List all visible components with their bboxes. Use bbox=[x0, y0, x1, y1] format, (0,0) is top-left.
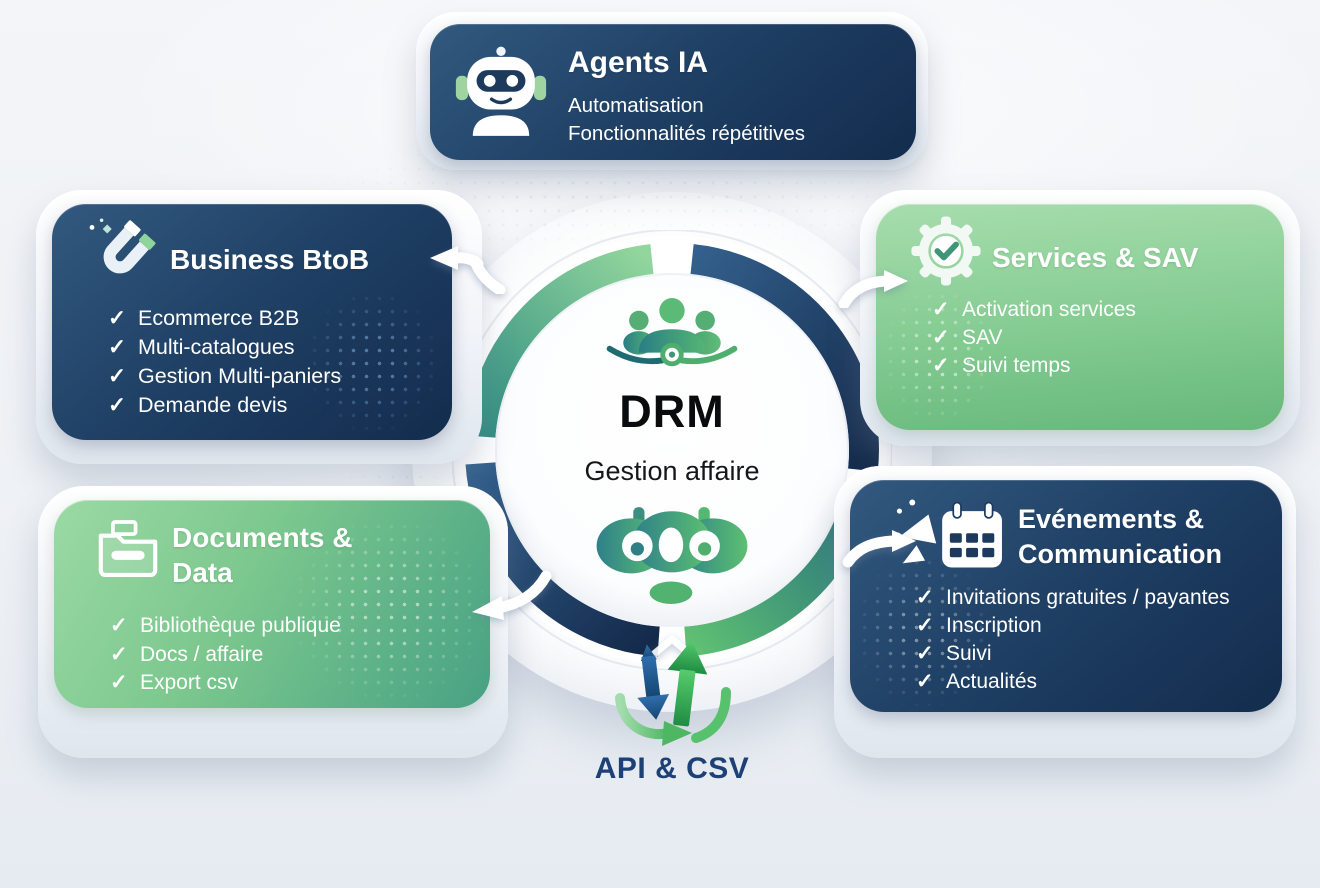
gear-check-icon bbox=[911, 216, 981, 286]
check-icon: ✓ bbox=[932, 326, 950, 349]
events-dot-pattern bbox=[858, 556, 988, 706]
business-item: ✓ Gestion Multi-paniers bbox=[108, 362, 341, 391]
documents-item: ✓ Bibliothèque publique bbox=[110, 612, 341, 641]
satellite-calendar-icon bbox=[894, 499, 1002, 568]
documents-dot-pattern bbox=[294, 520, 484, 700]
business-item-label: Multi-catalogues bbox=[138, 335, 295, 359]
agents-title: Agents IA bbox=[568, 46, 709, 79]
check-icon: ✓ bbox=[108, 393, 127, 417]
services-title: Services & SAV bbox=[992, 242, 1199, 273]
business-item-label: Gestion Multi-paniers bbox=[138, 364, 342, 388]
check-icon: ✓ bbox=[932, 354, 950, 377]
documents-item-label: Docs / affaire bbox=[140, 642, 264, 666]
business-item: ✓ Ecommerce B2B bbox=[108, 304, 341, 333]
services-item-label: Activation services bbox=[962, 298, 1136, 321]
business-item-label: Demande devis bbox=[138, 393, 288, 417]
check-icon: ✓ bbox=[916, 614, 934, 637]
documents-title: Documents & Data bbox=[172, 522, 353, 588]
check-icon: ✓ bbox=[932, 298, 950, 321]
api-sync-icon bbox=[615, 640, 731, 746]
documents-item: ✓ Export csv bbox=[110, 669, 341, 698]
magnet-icon bbox=[89, 218, 156, 274]
arrow-to-events-icon bbox=[842, 530, 916, 568]
check-icon: ✓ bbox=[110, 614, 128, 637]
business-dot-pattern bbox=[308, 292, 438, 432]
check-icon: ✓ bbox=[110, 642, 128, 666]
documents-item: ✓ Docs / affaire bbox=[110, 641, 341, 670]
folder-icon bbox=[98, 520, 158, 578]
team-icon bbox=[606, 298, 738, 367]
business-title: Business BtoB bbox=[170, 244, 370, 275]
check-icon: ✓ bbox=[916, 670, 934, 693]
events-title: Evénements & Communication bbox=[1018, 504, 1223, 569]
services-card: Services & SAV ✓ Activation services ✓ SAV… bbox=[876, 204, 1284, 430]
check-icon: ✓ bbox=[108, 335, 127, 359]
chevron-up-icon bbox=[650, 635, 694, 658]
check-icon: ✓ bbox=[108, 306, 127, 330]
documents-item-label: Export csv bbox=[140, 671, 239, 694]
events-item: ✓ Suivi bbox=[916, 640, 1230, 668]
events-item-label: Invitations gratuites / payantes bbox=[946, 586, 1230, 609]
business-item: ✓ Demande devis bbox=[108, 391, 341, 420]
agents-line-2: Fonctionnalités répétitives bbox=[568, 122, 806, 145]
events-item-label: Suivi bbox=[946, 642, 992, 665]
check-icon: ✓ bbox=[916, 642, 934, 665]
hub-subtitle: Gestion affaire bbox=[584, 456, 760, 486]
check-icon: ✓ bbox=[108, 364, 127, 388]
business-card: Business BtoB ✓ Ecommerce B2B ✓ Multi-cata… bbox=[52, 204, 452, 440]
services-item: ✓ Suivi temps bbox=[932, 352, 1136, 380]
documents-item-label: Bibliothèque publique bbox=[140, 614, 341, 637]
arrow-to-services-icon bbox=[838, 270, 908, 308]
services-item-label: SAV bbox=[962, 326, 1003, 349]
events-item: ✓ Invitations gratuites / payantes bbox=[916, 584, 1230, 612]
agents-card: Agents IA Automatisation Fonctionnalités… bbox=[430, 24, 916, 160]
arrow-to-documents-icon bbox=[472, 570, 552, 620]
check-icon: ✓ bbox=[916, 586, 934, 609]
api-block: API & CSV bbox=[552, 636, 792, 786]
services-item: ✓ Activation services bbox=[932, 296, 1136, 324]
events-item-label: Actualités bbox=[946, 670, 1038, 693]
services-dot-pattern bbox=[884, 290, 994, 420]
services-item-label: Suivi temps bbox=[962, 354, 1071, 377]
arrow-to-business-icon bbox=[430, 246, 506, 294]
events-item: ✓ Actualités bbox=[916, 668, 1230, 696]
documents-card: Documents & Data ✓Bibliothèque publique … bbox=[54, 500, 490, 708]
services-item: ✓ SAV bbox=[932, 324, 1136, 352]
business-item: ✓ Multi-catalogues bbox=[108, 333, 341, 362]
robot-icon bbox=[455, 46, 547, 136]
check-icon: ✓ bbox=[110, 671, 128, 694]
hub-title: DRM bbox=[619, 386, 725, 437]
events-card: Evénements & Communication ✓ Invitations … bbox=[850, 480, 1282, 712]
events-item-label: Inscription bbox=[946, 614, 1042, 637]
events-item: ✓ Inscription bbox=[916, 612, 1230, 640]
business-item-label: Ecommerce B2B bbox=[138, 306, 300, 330]
hub-content: DRM Gestion affaire bbox=[500, 278, 844, 622]
agents-line-1: Automatisation bbox=[568, 94, 704, 117]
trio-icon bbox=[596, 507, 748, 604]
api-label: API & CSV bbox=[594, 752, 750, 785]
